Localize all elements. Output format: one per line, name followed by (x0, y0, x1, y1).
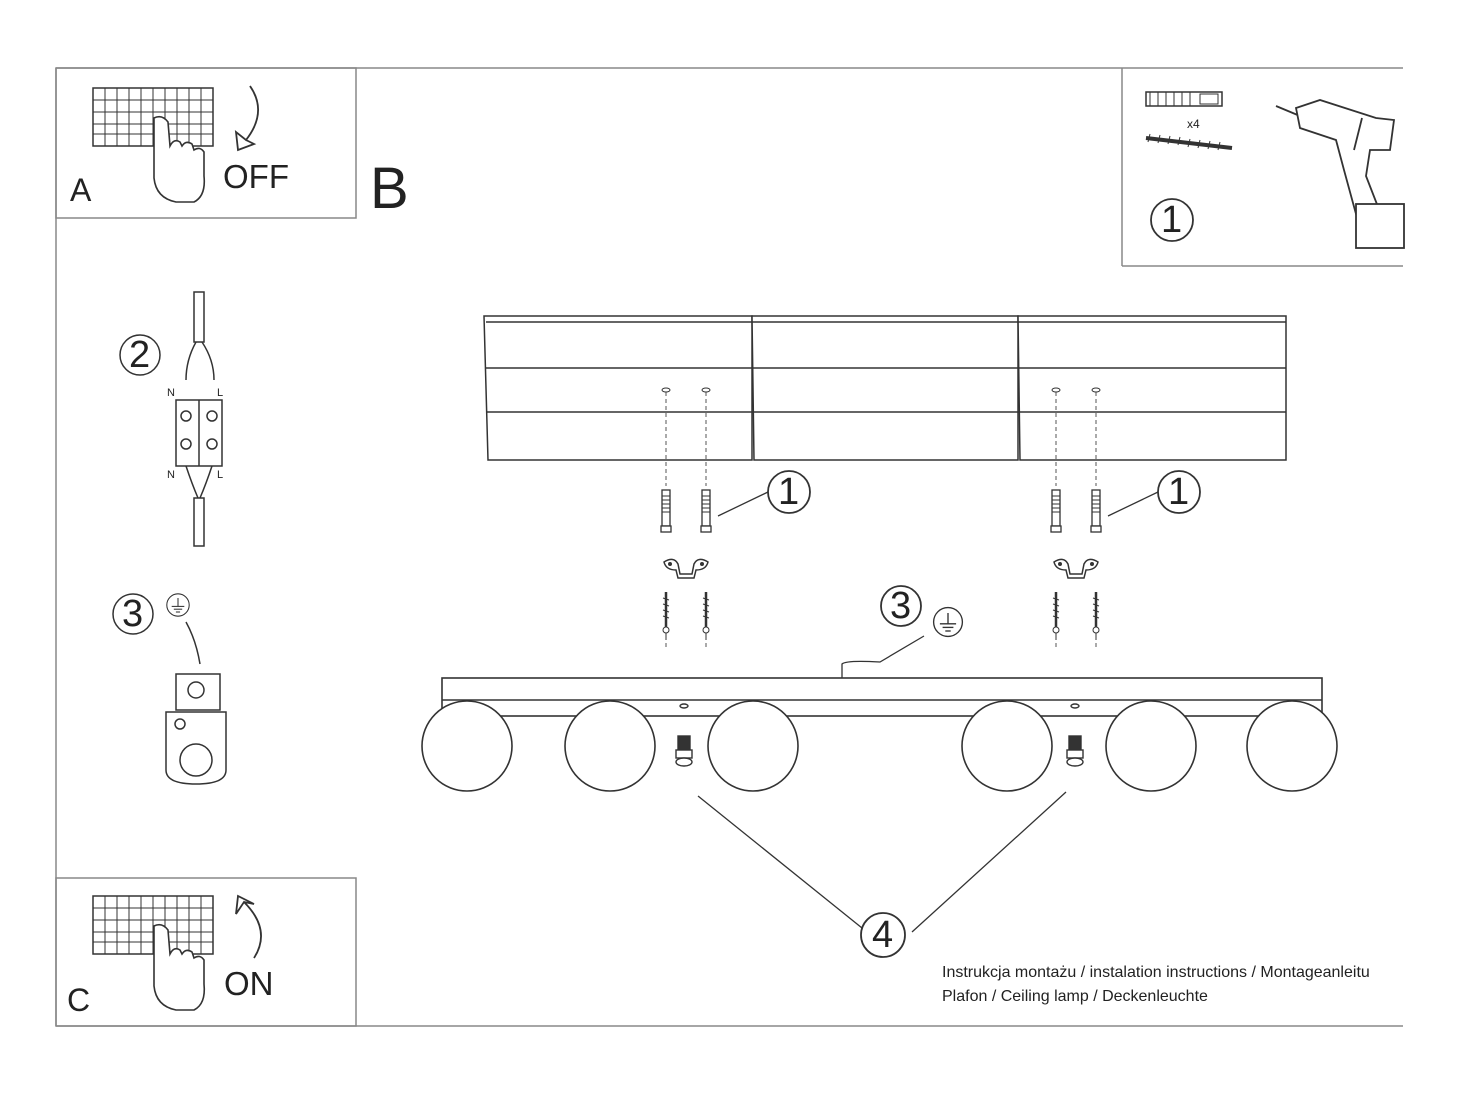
fixing-screw-right (1066, 703, 1084, 767)
globe-3 (707, 700, 799, 792)
arrow-up-icon (235, 894, 262, 959)
screw-icon (1091, 590, 1101, 642)
caption-line-1: Instrukcja montażu / instalation instruc… (942, 964, 1370, 981)
step-circle-3-center (880, 585, 922, 627)
wood-screw-icon (1145, 133, 1233, 151)
step-number-4: 4 (872, 914, 894, 956)
step-number-tools: 1 (1161, 199, 1183, 241)
mounting-set-right (1050, 387, 1201, 648)
page-frame (55, 67, 1403, 1027)
panel-a-action: OFF (223, 158, 289, 195)
panel-a-letter: A (70, 172, 92, 208)
step-number-3-center: 3 (890, 585, 912, 627)
screw-icon (701, 590, 711, 642)
bracket-icon (1053, 558, 1099, 579)
step-circle-1-right (1157, 470, 1201, 514)
panel-c-switch-on (55, 877, 357, 1027)
ground-icon (166, 593, 190, 617)
panel-c-letter: C (67, 982, 91, 1018)
terminal-n-top: N (167, 387, 175, 399)
lamp-bar (441, 677, 1323, 717)
step-circle-1-left (767, 470, 811, 514)
step-number-2: 2 (129, 334, 151, 376)
panel-b-letter: B (370, 156, 409, 221)
tools-panel (1121, 68, 1405, 267)
ground-clamp-diagram (112, 593, 227, 785)
screw-icon (661, 590, 671, 642)
bracket-icon (663, 558, 709, 579)
globe-6 (1246, 700, 1338, 792)
anchor-icon (700, 489, 712, 533)
wire-connector-diagram (119, 291, 223, 547)
terminal-l-bottom: L (217, 469, 224, 481)
step-circle-tools (1150, 198, 1194, 242)
globe-1 (421, 700, 513, 792)
step-number-3-left: 3 (122, 593, 144, 635)
anchor-icon (1090, 489, 1102, 533)
globe-5 (1105, 700, 1197, 792)
step-circle-4 (860, 912, 906, 958)
step-number-1-right: 1 (1168, 471, 1190, 513)
step-4-callout (697, 791, 1067, 958)
panel-a-switch-off (55, 67, 357, 219)
step-circle-2 (119, 334, 161, 376)
terminal-l-top: L (217, 387, 224, 399)
anchor-icon (660, 489, 672, 533)
drill-icon (1275, 99, 1405, 249)
globe-2 (564, 700, 656, 792)
panel-c-action: ON (224, 965, 274, 1002)
ground-callout (841, 585, 964, 678)
ceiling (483, 315, 1287, 461)
ground-icon (932, 606, 964, 638)
step-number-1-left: 1 (778, 471, 800, 513)
step-circle-3-left (112, 593, 154, 635)
globe-4 (961, 700, 1053, 792)
screw-icon (1051, 590, 1061, 642)
anchor-icon (1050, 489, 1062, 533)
lamp-globes (421, 700, 1338, 792)
plug-quantity: x4 (1187, 117, 1200, 131)
caption-line-2: Plafon / Ceiling lamp / Deckenleuchte (942, 988, 1208, 1005)
arrow-down-icon (234, 85, 259, 152)
fixing-screw-left (675, 703, 693, 767)
terminal-n-bottom: N (167, 469, 175, 481)
mounting-set-left (660, 387, 811, 648)
wall-plug-icon (1145, 91, 1223, 107)
